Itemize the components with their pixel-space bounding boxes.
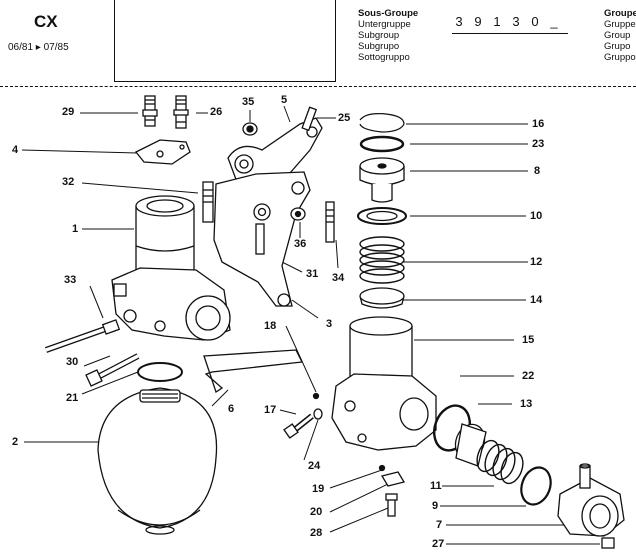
callout-20: 20 bbox=[310, 506, 323, 518]
ball-18 bbox=[312, 392, 320, 400]
callout-35: 35 bbox=[242, 96, 255, 108]
nut-36 bbox=[290, 207, 306, 221]
callout-4: 4 bbox=[12, 144, 19, 156]
code-digit: 0 bbox=[531, 14, 539, 29]
callout-5: 5 bbox=[281, 94, 288, 106]
group-label-fr: Groupe bbox=[604, 8, 636, 19]
callout-2: 2 bbox=[12, 436, 19, 448]
code-digit: 3 bbox=[455, 14, 463, 29]
callout-31: 31 bbox=[306, 268, 319, 280]
subgroup-labels: Sous-Groupe Untergruppe Subgroup Subgrup… bbox=[358, 8, 418, 63]
ring-9 bbox=[520, 466, 552, 506]
callout-15: 15 bbox=[522, 334, 535, 346]
callout-8: 8 bbox=[534, 165, 541, 177]
header-blank-box bbox=[114, 0, 336, 82]
ring-16 bbox=[359, 113, 405, 133]
callout-21: 21 bbox=[66, 392, 79, 404]
callout-13: 13 bbox=[520, 398, 533, 410]
callout-7: 7 bbox=[436, 519, 443, 531]
clip-20 bbox=[380, 471, 406, 487]
callout-19: 19 bbox=[312, 483, 325, 495]
callout-25: 25 bbox=[338, 112, 351, 124]
callout-23: 23 bbox=[532, 138, 545, 150]
callout-33: 33 bbox=[64, 274, 77, 286]
callout-34: 34 bbox=[332, 272, 345, 284]
o-ring-21 bbox=[137, 362, 183, 382]
group-code: 3 9 1 3 0 _ bbox=[454, 14, 566, 29]
leader-lines bbox=[21, 105, 600, 545]
callout-16: 16 bbox=[532, 118, 545, 130]
callout-28: 28 bbox=[310, 527, 323, 539]
nut-35 bbox=[242, 122, 258, 136]
code-digit: _ bbox=[550, 14, 558, 29]
code-digit: 3 bbox=[512, 14, 520, 29]
code-underline bbox=[452, 33, 568, 34]
piston-8 bbox=[359, 157, 405, 203]
callout-1: 1 bbox=[72, 223, 79, 235]
spring-11 bbox=[476, 439, 524, 485]
subgroup-label-en: Subgroup bbox=[358, 30, 400, 41]
callout-36: 36 bbox=[294, 238, 307, 250]
date-range: 06/81 ▸ 07/85 bbox=[8, 42, 69, 53]
screw-28 bbox=[385, 493, 398, 517]
callout-29: 29 bbox=[62, 106, 75, 118]
group-label-de: Gruppe bbox=[604, 19, 636, 30]
callout-26: 26 bbox=[210, 106, 223, 118]
subgroup-label-es: Subgrupo bbox=[358, 41, 400, 52]
callout-3: 3 bbox=[326, 318, 333, 330]
stud-29 bbox=[142, 95, 158, 127]
shield-6 bbox=[203, 349, 303, 394]
callout-11: 11 bbox=[430, 480, 442, 492]
model-name: CX bbox=[34, 12, 58, 31]
callout-10: 10 bbox=[530, 210, 543, 222]
subgroup-label-de: Untergruppe bbox=[358, 19, 411, 30]
ring-10 bbox=[357, 207, 407, 225]
group-label-en: Group bbox=[604, 30, 631, 41]
accumulator-body-1 bbox=[111, 195, 231, 341]
subgroup-label-fr: Sous-Groupe bbox=[358, 8, 419, 19]
callout-17: 17 bbox=[264, 404, 277, 416]
ring-23 bbox=[359, 135, 405, 153]
callout-24: 24 bbox=[308, 460, 321, 472]
cup-14 bbox=[359, 287, 405, 309]
callout-27: 27 bbox=[432, 538, 445, 550]
washer-24 bbox=[313, 408, 323, 420]
callout-6: 6 bbox=[228, 403, 235, 415]
cylinder-body-15 bbox=[331, 316, 437, 451]
code-digit: 1 bbox=[493, 14, 501, 29]
callout-22: 22 bbox=[522, 370, 535, 382]
group-label-it: Gruppo bbox=[604, 52, 636, 63]
subgroup-label-it: Sottogruppo bbox=[358, 52, 410, 63]
group-labels: Groupe Gruppe Group Grupo Gruppo bbox=[604, 8, 636, 63]
bleed-screw-17 bbox=[283, 413, 314, 439]
sphere-2 bbox=[97, 387, 218, 535]
callout-12: 12 bbox=[530, 256, 543, 268]
spring-12 bbox=[359, 236, 405, 284]
callout-9: 9 bbox=[432, 500, 439, 512]
callout-30: 30 bbox=[66, 356, 79, 368]
header-divider bbox=[0, 86, 636, 87]
callout-14: 14 bbox=[530, 294, 543, 306]
screw-33 bbox=[44, 319, 121, 353]
ball-19 bbox=[378, 464, 386, 472]
callout-18: 18 bbox=[264, 320, 277, 332]
code-digit: 9 bbox=[474, 14, 482, 29]
group-label-es: Grupo bbox=[604, 41, 631, 52]
callout-32: 32 bbox=[62, 176, 75, 188]
screw-30 bbox=[85, 353, 140, 387]
screw-27 bbox=[601, 537, 615, 549]
valve-7 bbox=[557, 463, 625, 537]
bushing-13 bbox=[454, 423, 487, 467]
stud-26 bbox=[173, 95, 189, 129]
